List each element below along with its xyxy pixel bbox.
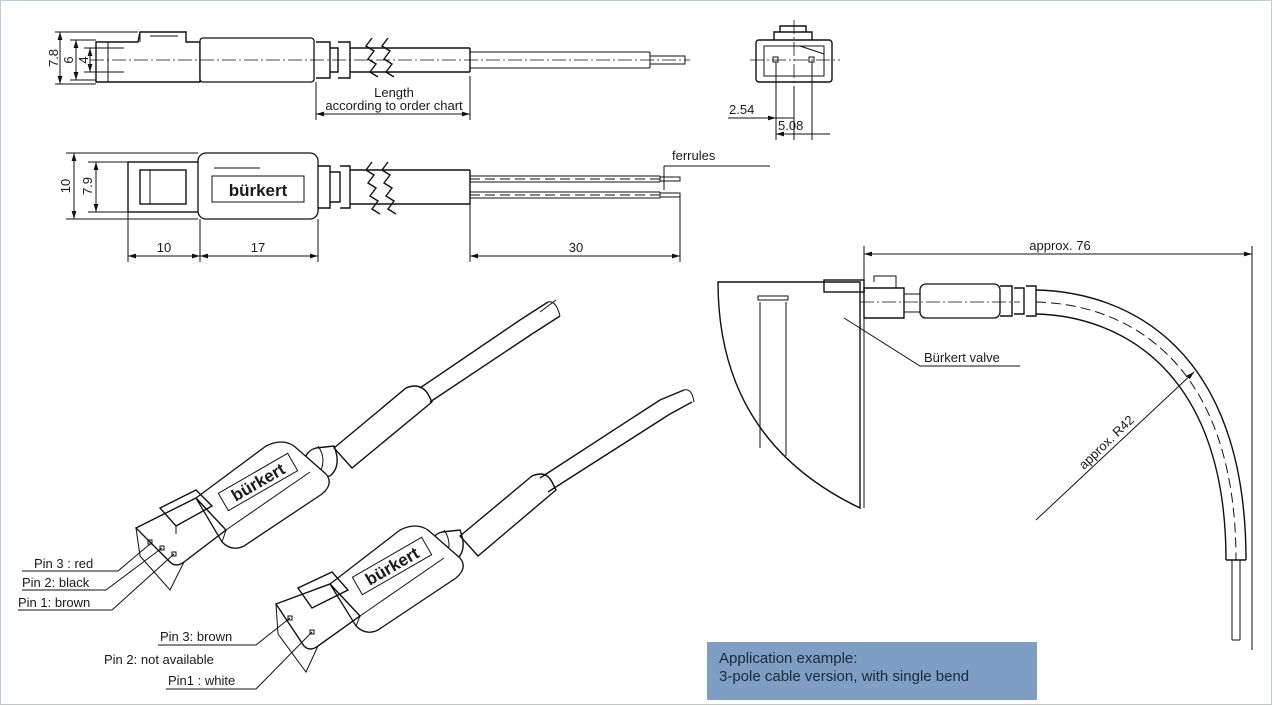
application-caption-box: Application example: 3-pole cable versio… — [707, 642, 1037, 700]
dim-top-6: 6 — [61, 56, 76, 63]
ferrules-label: ferrules — [672, 148, 716, 163]
end-view: 2.54 5.08 — [728, 20, 840, 140]
length-label: Length — [374, 85, 414, 100]
iso-connector-right: bürkert Pin 3: brown Pin 2: not availabl… — [104, 389, 695, 690]
dim-side-10-height: 10 — [58, 179, 73, 193]
dim-end-2-54: 2.54 — [729, 102, 754, 117]
application-example: approx. 76 approx. R42 Bürkert valve — [717, 238, 1253, 650]
dim-end-5-08: 5.08 — [778, 118, 803, 133]
valve-label: Bürkert valve — [924, 350, 1000, 365]
caption-line-1: Application example: — [719, 650, 858, 667]
dim-side-17: 17 — [251, 240, 265, 255]
iso-right-pin3-label: Pin 3: brown — [160, 629, 232, 644]
dim-top-4: 4 — [76, 56, 91, 63]
radius-approx-r42: approx. R42 — [1076, 412, 1137, 472]
iso-connector-left: bürkert Pin 3 : red Pin 2: black Pin 1: … — [18, 299, 561, 611]
caption-line-2: 3-pole cable version, with single bend — [719, 668, 970, 685]
iso-right-pin1-label: Pin1 : white — [168, 673, 235, 688]
side-brand-logo: bürkert — [229, 181, 288, 200]
iso-right-pin2-label: Pin 2: not available — [104, 652, 214, 667]
width-approx-76: approx. 76 — [1029, 238, 1090, 253]
top-view: 7.8 6 4 Length according to order chart — [46, 31, 690, 120]
side-view: bürkert ferrules 10 7.9 — [58, 148, 770, 262]
iso-left-pin1-label: Pin 1: brown — [18, 595, 90, 610]
iso-left-pin3-label: Pin 3 : red — [34, 556, 93, 571]
iso-left-pin2-label: Pin 2: black — [22, 575, 90, 590]
length-sublabel: according to order chart — [325, 98, 463, 113]
dim-top-7-8: 7.8 — [46, 49, 61, 67]
dim-side-30: 30 — [569, 240, 583, 255]
dim-side-7-9: 7.9 — [80, 177, 95, 195]
dim-side-10: 10 — [157, 240, 171, 255]
